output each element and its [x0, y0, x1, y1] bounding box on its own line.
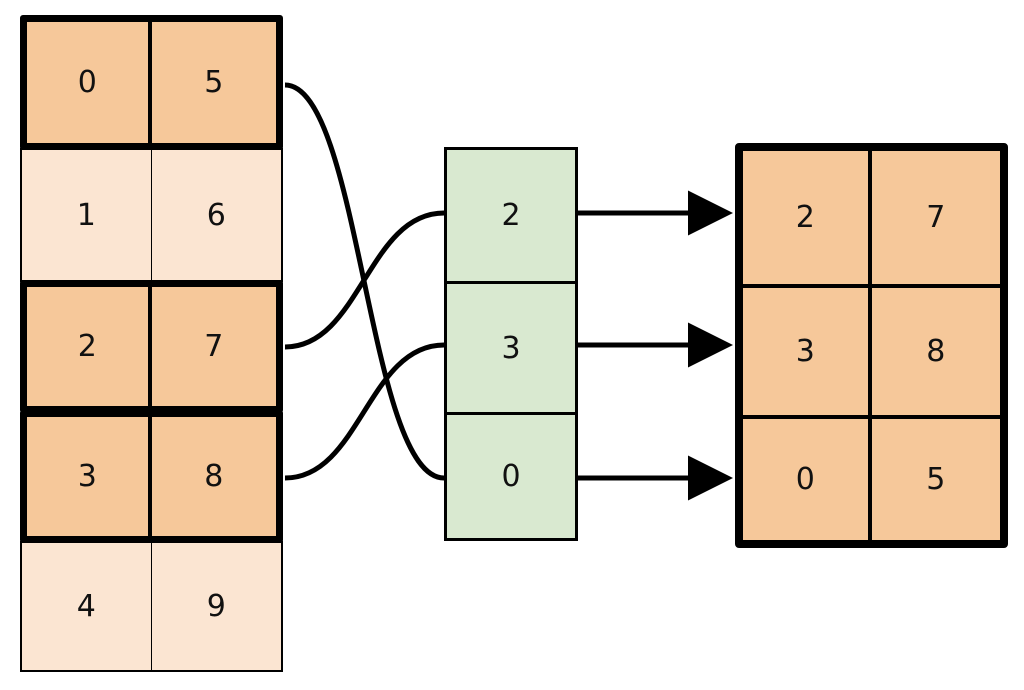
source-cell-0-0[interactable]: 0: [27, 22, 152, 143]
index-cell-0[interactable]: 2: [447, 150, 575, 281]
source-row-2[interactable]: 2 7: [20, 280, 283, 413]
source-cell-2-0[interactable]: 2: [27, 287, 152, 406]
result-row-1[interactable]: 3 8: [743, 284, 1000, 415]
result-cell-1-1[interactable]: 8: [871, 288, 1000, 415]
result-cell-0-1[interactable]: 7: [871, 151, 1000, 284]
source-cell-1-1[interactable]: 6: [151, 150, 281, 280]
curve-source2-to-index0: [284, 210, 445, 350]
result-row-0[interactable]: 2 7: [743, 151, 1000, 284]
source-cell-3-0[interactable]: 3: [27, 417, 152, 536]
source-row-0[interactable]: 0 5: [20, 15, 283, 150]
source-row-3[interactable]: 3 8: [20, 410, 283, 543]
result-cell-1-0[interactable]: 3: [743, 288, 872, 415]
source-cell-4-1[interactable]: 9: [151, 543, 281, 670]
index-cell-1[interactable]: 3: [447, 281, 575, 412]
result-row-2[interactable]: 0 5: [743, 415, 1000, 540]
source-cell-3-1[interactable]: 8: [151, 417, 276, 536]
source-cell-1-0[interactable]: 1: [22, 150, 152, 280]
source-cell-0-1[interactable]: 5: [151, 22, 276, 143]
result-cell-2-0[interactable]: 0: [743, 419, 872, 540]
source-row-1[interactable]: 1 6: [20, 148, 283, 282]
source-cell-4-0[interactable]: 4: [22, 543, 152, 670]
curve-source0-to-index2: [284, 82, 445, 481]
result-cell-0-0[interactable]: 2: [743, 151, 872, 284]
source-row-4[interactable]: 4 9: [20, 541, 283, 672]
source-cell-2-1[interactable]: 7: [151, 287, 276, 406]
result-cell-2-1[interactable]: 5: [871, 419, 1000, 540]
result-array-table: 2 7 3 8 0 5: [735, 143, 1008, 548]
index-vector-column: 2 3 0: [444, 147, 578, 541]
index-cell-2[interactable]: 0: [447, 412, 575, 538]
curve-source3-to-index1: [284, 342, 445, 481]
